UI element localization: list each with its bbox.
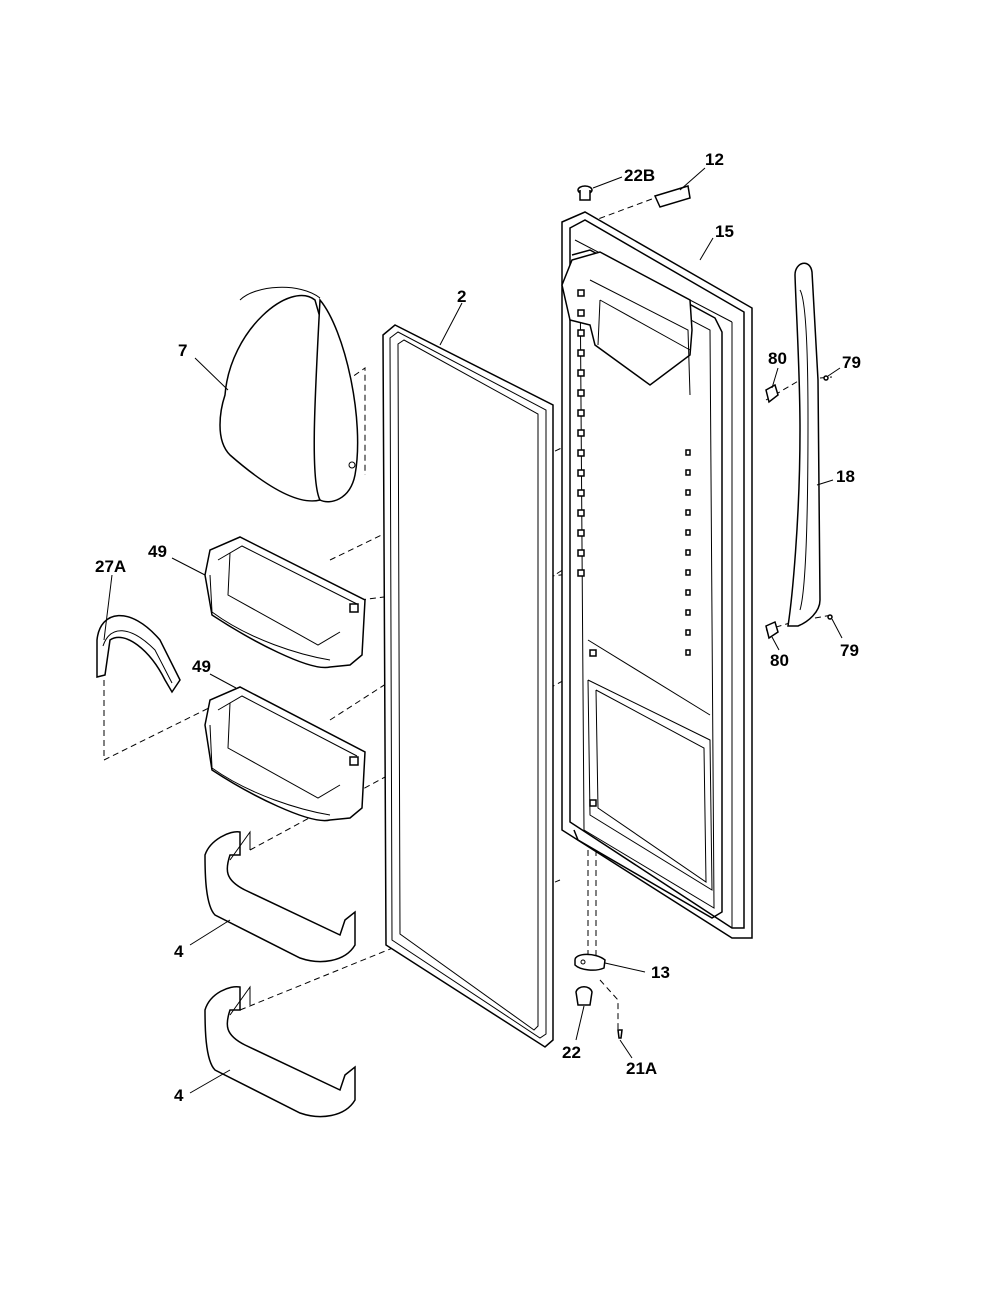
door-shelf-lower xyxy=(204,985,356,1118)
bin-retainer xyxy=(96,614,181,694)
callout-15: 15 xyxy=(715,222,734,241)
shelf-pegs-right xyxy=(685,449,691,656)
callout-7: 7 xyxy=(178,341,187,360)
fasteners xyxy=(574,185,833,1039)
callout-4-bottom: 4 xyxy=(174,1086,184,1105)
shelf-pegs-left xyxy=(577,289,597,807)
callout-79-top: 79 xyxy=(842,353,861,372)
door-assembly xyxy=(561,211,753,939)
callout-21a: 21A xyxy=(626,1059,657,1078)
callout-22b: 22B xyxy=(624,166,655,185)
callout-leaders xyxy=(103,167,843,1094)
callout-12: 12 xyxy=(705,150,724,169)
door-shelf-upper xyxy=(204,830,356,963)
callout-22: 22 xyxy=(562,1043,581,1062)
callout-80-bottom: 80 xyxy=(770,651,789,670)
dairy-door-cover xyxy=(219,286,359,503)
door-bin-upper xyxy=(204,536,366,669)
door-bin-lower xyxy=(204,686,366,822)
callout-49-top: 49 xyxy=(148,542,167,561)
callout-labels: 22B 12 15 2 7 80 79 18 49 27A 49 80 79 4… xyxy=(95,150,861,1105)
callout-80-top: 80 xyxy=(768,349,787,368)
door-gasket xyxy=(382,324,554,1048)
callout-18: 18 xyxy=(836,467,855,486)
callout-13: 13 xyxy=(651,963,670,982)
callout-49-bottom: 49 xyxy=(192,657,211,676)
door-handle xyxy=(787,262,821,627)
callout-79-bottom: 79 xyxy=(840,641,859,660)
callout-4-top: 4 xyxy=(174,942,184,961)
callout-2: 2 xyxy=(457,287,466,306)
callout-27a: 27A xyxy=(95,557,126,576)
